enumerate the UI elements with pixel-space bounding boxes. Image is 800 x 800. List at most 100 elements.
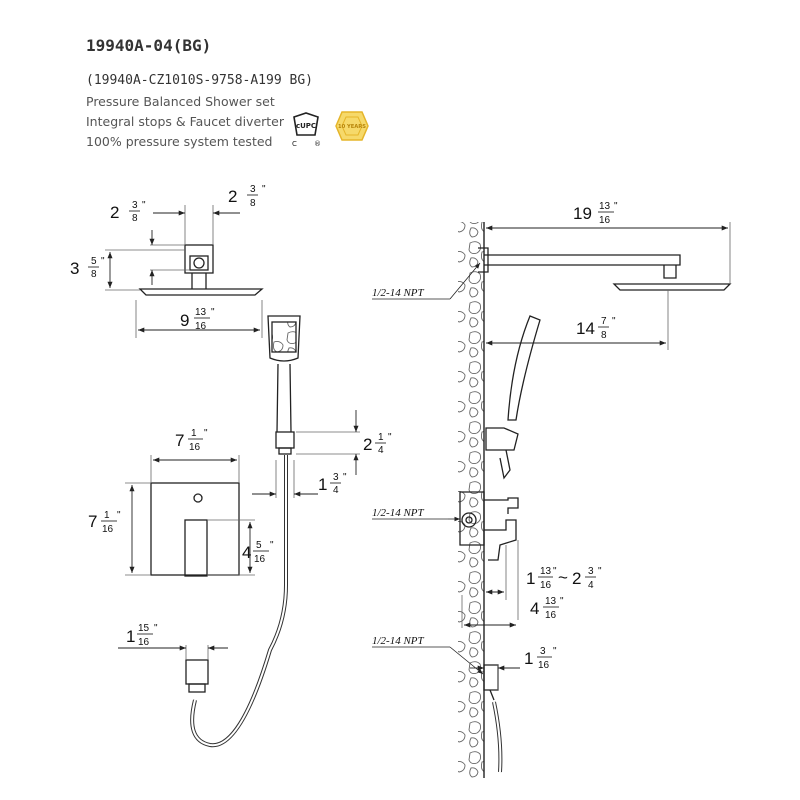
- dim-plate-width: 7 1 16 ": [175, 428, 208, 453]
- warranty-badge-icon: 10 YEARS: [335, 111, 369, 141]
- dim-den: 8: [91, 269, 97, 280]
- dim-elbow: 1 15 16 ": [126, 623, 158, 648]
- dim-whole: 1: [524, 649, 533, 668]
- cupc-badge: cUPC C ®: [292, 112, 321, 148]
- dim-inch: ": [154, 623, 158, 634]
- dim-range-a-whole: 1: [526, 569, 535, 588]
- dim-whole: 7: [88, 512, 97, 531]
- dim-whole: 2: [110, 203, 119, 222]
- stone-wall: [458, 222, 484, 778]
- dim-range-a-num: 13: [540, 566, 552, 577]
- dim-range-b-den: 4: [588, 580, 594, 591]
- dim-inch: ": [388, 432, 392, 443]
- cupc-text: cUPC: [296, 122, 316, 130]
- dim-arm-offset: 14 7 8 ": [576, 316, 616, 341]
- dim-whole: 4: [530, 599, 539, 618]
- dim-supply: 1 3 16 ": [524, 646, 557, 671]
- dim-range-sep: ~: [558, 568, 568, 587]
- dim-whole: 2: [228, 187, 237, 206]
- npt-label: 1/2-14 NPT: [372, 635, 425, 647]
- dim-arm-drop: 2 3 8 ": [110, 200, 146, 224]
- npt-callout-valve: 1/2-14 NPT: [372, 507, 460, 522]
- dim-num: 13: [545, 596, 557, 607]
- dim-whole: 19: [573, 204, 592, 223]
- handshower-drawing: [185, 315, 301, 748]
- dim-num: 3: [333, 472, 339, 483]
- side-dim-lines: [461, 222, 731, 690]
- dim-inch: ": [614, 201, 618, 212]
- dim-den: 4: [378, 445, 384, 456]
- dim-inch: ": [343, 472, 347, 483]
- dim-num: 1: [191, 428, 197, 439]
- dim-whole: 9: [180, 311, 189, 330]
- feature-line-2: Integral stops & Faucet diverter: [86, 114, 285, 129]
- dim-whole: 14: [576, 319, 595, 338]
- dim-whole: 1: [318, 475, 327, 494]
- dim-inch: ": [142, 200, 146, 211]
- npt-label: 1/2-14 NPT: [372, 507, 425, 519]
- sub-model-number: (19940A-CZ1010S-9758-A199 BG): [86, 73, 313, 88]
- dim-den: 16: [538, 660, 550, 671]
- dim-arm-length: 19 13 16 ": [573, 201, 618, 226]
- dim-num: 15: [138, 623, 150, 634]
- dim-den: 8: [250, 198, 256, 209]
- npt-callout-arm: 1/2-14 NPT: [372, 262, 481, 300]
- dim-inch: ": [262, 184, 266, 195]
- npt-callout-supply: 1/2-14 NPT: [372, 635, 484, 675]
- npt-label: 1/2-14 NPT: [372, 287, 425, 299]
- dim-den: 16: [599, 215, 611, 226]
- dim-valve-range: 1 13 16 " ~ 2 3 4 ": [526, 566, 602, 591]
- dim-range-b-num: 3: [588, 566, 594, 577]
- dim-den: 16: [138, 637, 150, 648]
- dim-head-width: 9 13 16 ": [180, 307, 215, 332]
- dim-inch: ": [101, 256, 105, 267]
- svg-text:®: ®: [314, 140, 321, 148]
- dim-inch: ": [117, 510, 121, 521]
- dim-inch: ": [553, 566, 557, 577]
- dim-den: 16: [254, 554, 266, 565]
- dim-den: 8: [601, 330, 607, 341]
- feature-line-1: Pressure Balanced Shower set: [86, 94, 275, 109]
- dim-inch: ": [211, 307, 215, 318]
- dim-num: 3: [250, 184, 256, 195]
- dim-whole: 4: [242, 543, 251, 562]
- dim-den: 16: [189, 442, 201, 453]
- arm-mount-drawing: [138, 244, 264, 296]
- dim-den: 16: [545, 610, 557, 621]
- dim-mount-height: 3 5 8 ": [70, 256, 105, 280]
- dim-whole: 3: [70, 259, 79, 278]
- side-view-drawing: [459, 247, 732, 773]
- dim-plate-height: 7 1 16 ": [88, 510, 121, 535]
- svg-text:C: C: [292, 140, 297, 148]
- dim-inch: ": [270, 540, 274, 551]
- dim-range-b-whole: 2: [572, 569, 581, 588]
- dim-num: 3: [540, 646, 546, 657]
- dim-num: 1: [104, 510, 110, 521]
- dim-den: 4: [333, 485, 339, 496]
- dim-num: 3: [132, 200, 138, 211]
- dim-den: 8: [132, 213, 138, 224]
- dim-whole: 1: [126, 627, 135, 646]
- dim-inch: ": [560, 596, 564, 607]
- dim-whole: 2: [363, 435, 372, 454]
- dim-den: 16: [195, 321, 207, 332]
- dim-inch: ": [612, 316, 616, 327]
- dim-num: 5: [91, 256, 97, 267]
- dim-whole: 7: [175, 431, 184, 450]
- dim-num: 13: [599, 201, 611, 212]
- dim-num: 13: [195, 307, 207, 318]
- dim-holder-height: 2 1 4 ": [363, 432, 392, 456]
- dim-num: 7: [601, 316, 607, 327]
- dim-num: 1: [378, 432, 384, 443]
- warranty-text: 10 YEARS: [338, 124, 366, 130]
- feature-line-3: 100% pressure system tested: [86, 134, 273, 149]
- valve-trim-drawing: [150, 482, 240, 577]
- dim-num: 5: [256, 540, 262, 551]
- valve-dim-lines: [125, 455, 255, 576]
- dim-inch: ": [598, 566, 602, 577]
- dim-valve-depth: 4 13 16 ": [530, 596, 564, 621]
- dim-den: 16: [102, 524, 114, 535]
- dim-lever-height: 4 5 16 ": [242, 540, 274, 565]
- dim-inch: ": [204, 428, 208, 439]
